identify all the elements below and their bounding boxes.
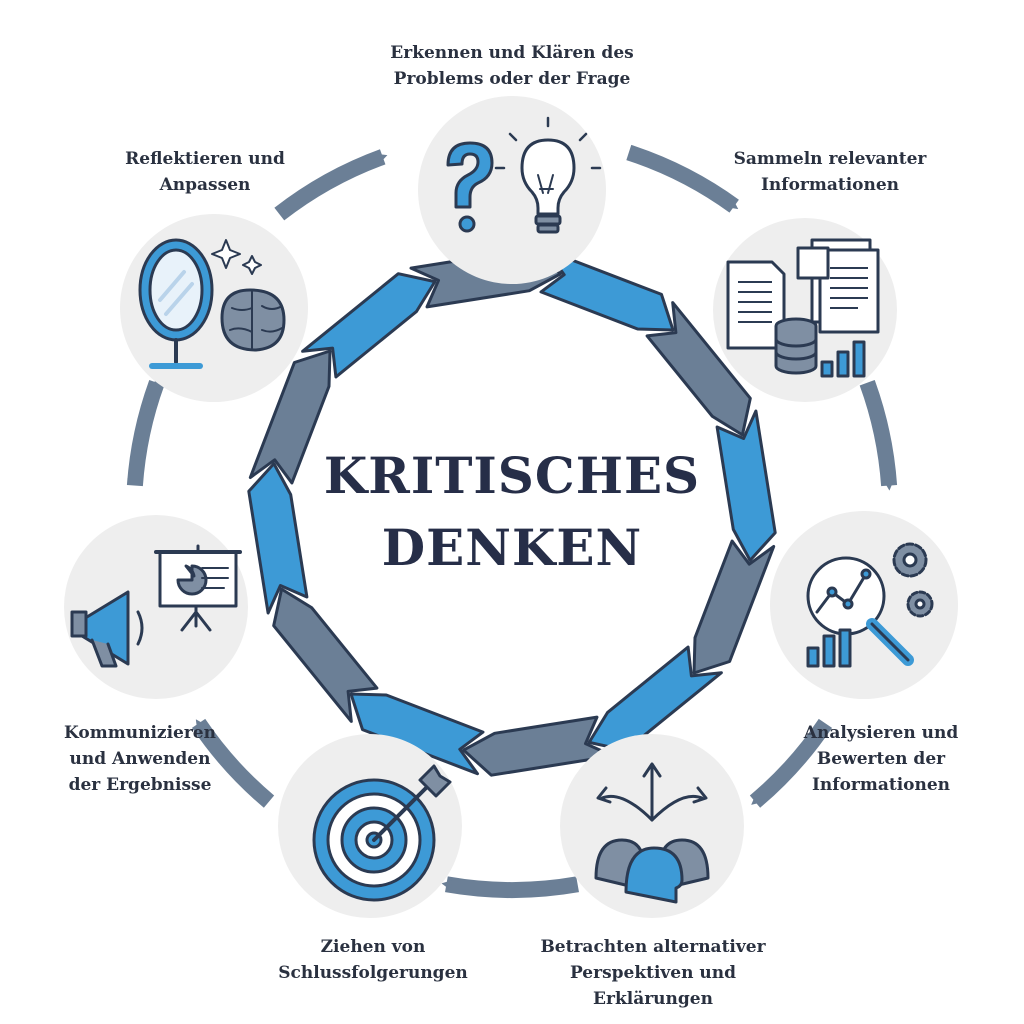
ring-chevron [539, 248, 675, 332]
ring-chevron [692, 539, 776, 675]
connector-arrow [859, 379, 898, 491]
title-line-1: KRITISCHES [323, 446, 701, 505]
label-reflektieren: Reflektieren und Anpassen [125, 149, 285, 195]
ring-chevron [248, 349, 332, 485]
label-ziehen: Ziehen von Schlussfolgerungen [278, 937, 468, 983]
connector-arrow [749, 718, 833, 808]
chevron-ring [247, 247, 777, 777]
connector-arrow [626, 144, 739, 213]
connector-arrow [274, 149, 388, 221]
node-sammeln [713, 218, 897, 402]
node-analysieren [770, 511, 958, 699]
node-kommunizieren [64, 515, 248, 699]
mirror-brain-icon [138, 238, 286, 369]
node-ziehen [278, 734, 462, 918]
ring-chevron [715, 409, 777, 562]
ring-chevron [247, 462, 309, 615]
megaphone-presentation-icon [70, 544, 242, 668]
label-betrachten: Betrachten alternativer Perspektiven und… [540, 937, 766, 1009]
node-betrachten [560, 734, 744, 918]
step-nodes [64, 96, 958, 918]
ring-chevron [272, 587, 379, 723]
magnifier-chart-gears-icon [806, 542, 934, 668]
question-bulb-icon [446, 116, 602, 234]
diagram-title: KRITISCHES DENKEN [262, 440, 762, 584]
target-arrow-icon [312, 764, 452, 902]
node-reflektieren [120, 214, 308, 402]
connector-arrow [191, 718, 275, 808]
ring-chevron [349, 692, 485, 776]
connector-arrow [126, 378, 165, 487]
documents-data-icon [726, 238, 880, 378]
connector-arrow [441, 876, 579, 898]
label-sammeln: Sammeln relevanter Informationen [733, 149, 927, 195]
label-erkennen: Erkennen und Klären des Problems oder de… [390, 43, 634, 89]
ring-chevron [462, 715, 615, 777]
label-kommunizieren: Kommunizieren und Anwenden der Ergebniss… [64, 723, 216, 795]
node-erkennen [418, 96, 606, 284]
label-analysieren: Analysieren und Bewerten der Information… [803, 723, 959, 795]
ring-chevron [301, 272, 437, 379]
ring-chevron [645, 301, 752, 437]
heads-arrows-icon [594, 762, 710, 904]
outer-arrows [126, 144, 898, 898]
title-line-2: DENKEN [381, 518, 643, 577]
